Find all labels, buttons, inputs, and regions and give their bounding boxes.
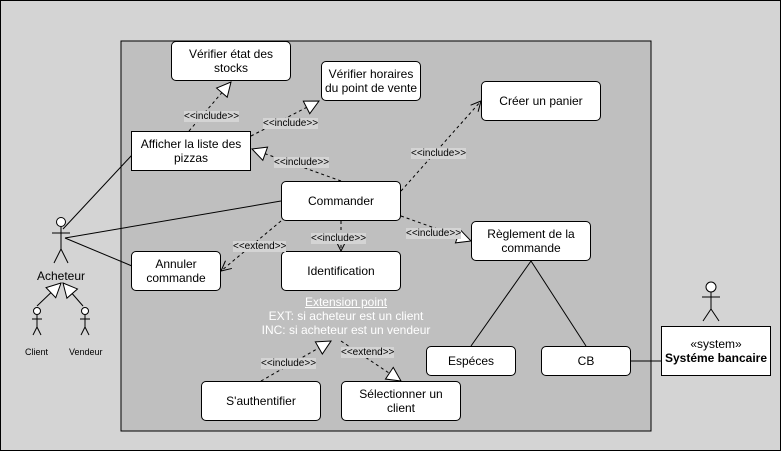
rel-commander-panier — [400, 101, 481, 192]
actor-vendeur-figure — [80, 307, 90, 336]
assoc-acheteur-afficher — [62, 154, 133, 230]
usecase-verifier-horaires-label: Vérifier horaires du point de vente — [324, 67, 418, 95]
usecase-reglement[interactable]: Règlement de la commande — [471, 221, 591, 261]
actor-client-figure — [32, 307, 42, 336]
label-include-afficher: <<include>> — [274, 157, 330, 168]
usecase-commander-label: Commander — [307, 194, 375, 208]
gen-client-acheteur — [36, 283, 61, 307]
rel-authentifier-identification — [260, 341, 331, 382]
usecase-creer-panier-label: Créer un panier — [499, 94, 583, 108]
assoc-reglement-especes — [470, 260, 532, 347]
usecase-verifier-stocks-label: Vérifier état des stocks — [188, 47, 274, 75]
usecase-selectionner-client-label: Sélectionner un client — [359, 387, 443, 415]
usecase-afficher-pizzas[interactable]: Afficher la liste des pizzas — [131, 131, 251, 171]
extension-point-inc: INC: si acheteur est un vendeur — [261, 323, 431, 337]
label-include-horaires: <<include>> — [263, 118, 319, 129]
actor-system-figure — [702, 281, 720, 322]
label-include-reglement: <<include>> — [406, 228, 462, 239]
usecase-cb[interactable]: CB — [541, 346, 631, 376]
label-extend-selectionner: <<extend>> — [341, 347, 395, 358]
usecase-identification[interactable]: Identification — [281, 251, 401, 291]
usecase-verifier-horaires[interactable]: Vérifier horaires du point de vente — [321, 61, 421, 101]
usecase-selectionner-client[interactable]: Sélectionner un client — [341, 381, 461, 421]
actor-vendeur-label: Vendeur — [69, 347, 103, 357]
label-extend-annuler: <<extend>> — [233, 241, 287, 252]
extension-point-title: Extension point — [304, 295, 388, 309]
usecase-annuler[interactable]: Annuler commande — [131, 251, 221, 291]
system-bancaire-box[interactable]: «system» Systéme bancaire — [661, 326, 771, 376]
usecase-authentifier[interactable]: S'authentifier — [201, 381, 321, 421]
label-include-authentifier: <<include>> — [261, 358, 317, 369]
extension-point-note: Extension point EXT: si acheteur est un … — [251, 295, 441, 337]
actor-acheteur-label: Acheteur — [37, 269, 86, 283]
system-stereotype: «system» — [690, 337, 742, 351]
usecase-annuler-label: Annuler commande — [146, 257, 206, 285]
extension-point-ext: EXT: si acheteur est un client — [268, 309, 424, 323]
usecase-verifier-stocks[interactable]: Vérifier état des stocks — [171, 41, 291, 81]
rel-commander-afficher — [252, 149, 342, 182]
usecase-commander[interactable]: Commander — [281, 181, 401, 221]
label-include-panier: <<include>> — [411, 148, 467, 159]
actor-acheteur-figure — [52, 217, 70, 264]
assoc-acheteur-annuler — [64, 237, 133, 267]
usecase-especes[interactable]: Espéces — [426, 346, 516, 376]
usecase-authentifier-label: S'authentifier — [226, 394, 296, 408]
gen-vendeur-acheteur — [63, 283, 84, 307]
usecase-creer-panier[interactable]: Créer un panier — [481, 81, 601, 121]
rel-afficher-stocks — [188, 82, 231, 132]
assoc-reglement-cb — [530, 260, 587, 347]
rel-annuler-commander — [221, 220, 282, 271]
label-include-identification: <<include>> — [311, 233, 367, 244]
usecase-identification-label: Identification — [307, 264, 375, 278]
usecase-especes-label: Espéces — [447, 354, 495, 368]
usecase-cb-label: CB — [577, 354, 595, 368]
actor-client-label: Client — [25, 347, 49, 357]
assoc-acheteur-commander — [64, 200, 282, 239]
usecase-afficher-pizzas-label: Afficher la liste des pizzas — [140, 137, 242, 165]
system-name: Systéme bancaire — [664, 351, 768, 365]
usecase-reglement-label: Règlement de la commande — [487, 227, 575, 255]
label-include-stocks: <<include>> — [184, 111, 240, 122]
